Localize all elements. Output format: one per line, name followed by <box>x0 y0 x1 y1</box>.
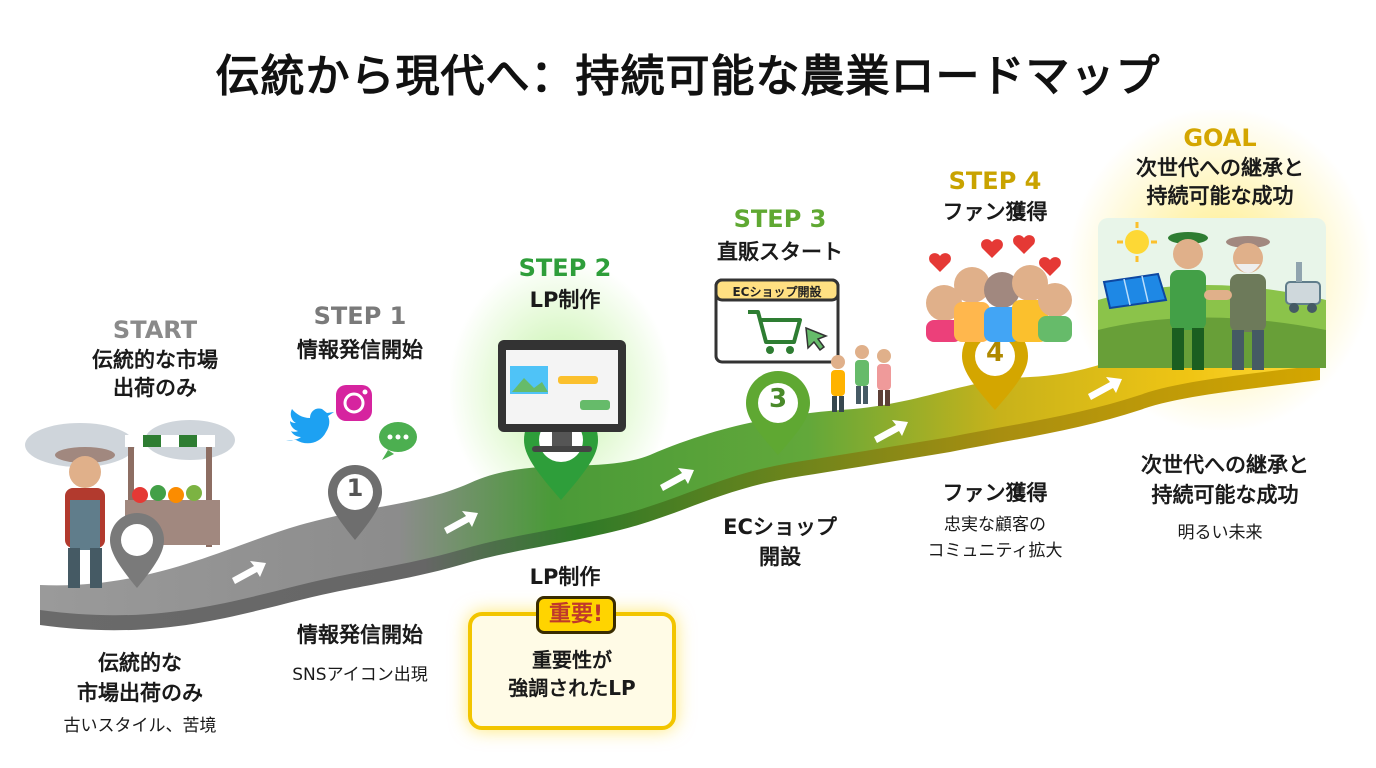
start-heading: 伝統的な市場 出荷のみ <box>92 348 218 400</box>
cart-icon <box>748 310 829 354</box>
step4-caption: ファン獲得 <box>942 481 1048 505</box>
goal-label: GOAL <box>1183 124 1257 152</box>
road-arrow <box>232 561 266 584</box>
step3-label: STEP 3 <box>733 205 827 233</box>
pin-step4 <box>962 323 1028 410</box>
start-illustration <box>25 420 235 588</box>
ec-shop-sign: ECショップ開設 <box>732 285 822 299</box>
road-arrow <box>874 420 908 443</box>
goal-caption: 次世代への継承と 持続可能な成功 <box>1141 453 1309 507</box>
drone-robot-icon <box>1285 262 1321 313</box>
step4-caption-sub: 忠実な顧客の コミュニティ拡大 <box>927 515 1063 561</box>
people-shoppers <box>831 345 891 412</box>
pin-step1 <box>328 465 382 540</box>
pin-step1-number: 1 <box>346 474 364 502</box>
important-callout-text: 重要性が 強調されたLP <box>508 648 636 700</box>
step3-heading: 直販スタート <box>717 240 843 264</box>
step1-heading: 情報発信開始 <box>297 338 423 362</box>
start-caption: 伝統的な 市場出荷のみ <box>77 651 203 705</box>
step3-caption: ECショップ 開設 <box>723 515 837 569</box>
step4-label: STEP 4 <box>948 167 1042 195</box>
step4-heading: ファン獲得 <box>942 200 1048 224</box>
goal-caption-sub: 明るい未来 <box>1177 523 1263 543</box>
road-arrow <box>1088 377 1122 400</box>
computer-icon <box>498 340 626 452</box>
solar-panel-icon <box>1102 272 1168 310</box>
start-label: START <box>112 316 198 344</box>
pin-step3-number: 3 <box>768 384 788 414</box>
important-badge: 重要! <box>536 596 617 634</box>
road-arrow <box>444 511 478 534</box>
road-arrows <box>232 377 1122 584</box>
step1-caption-sub: SNSアイコン出現 <box>292 665 428 685</box>
goal-heading: 次世代への継承と 持続可能な成功 <box>1136 156 1304 208</box>
twitter-icon <box>286 408 334 444</box>
start-caption-sub: 古いスタイル、苦境 <box>63 716 217 736</box>
fans-illustration <box>926 265 1072 342</box>
road-arrow <box>660 468 694 491</box>
step1-caption: 情報発信開始 <box>297 623 423 647</box>
pin-start <box>110 513 164 588</box>
step2-caption: LP制作 <box>529 565 601 589</box>
heart-icon <box>929 235 1061 276</box>
step2-heading: LP制作 <box>529 288 601 312</box>
step2-label: STEP 2 <box>518 254 612 282</box>
page-title: 伝統から現代へ：持続可能な農業ロードマップ <box>215 51 1161 102</box>
instagram-icon <box>336 385 372 421</box>
sun-icon <box>1117 222 1157 262</box>
pin-step3 <box>746 371 810 455</box>
pin-step4-number: 4 <box>985 338 1005 368</box>
farmers-handshake <box>1168 232 1270 370</box>
step1-label: STEP 1 <box>313 302 407 330</box>
chat-icon <box>379 422 417 460</box>
goal-scene <box>1098 218 1326 368</box>
